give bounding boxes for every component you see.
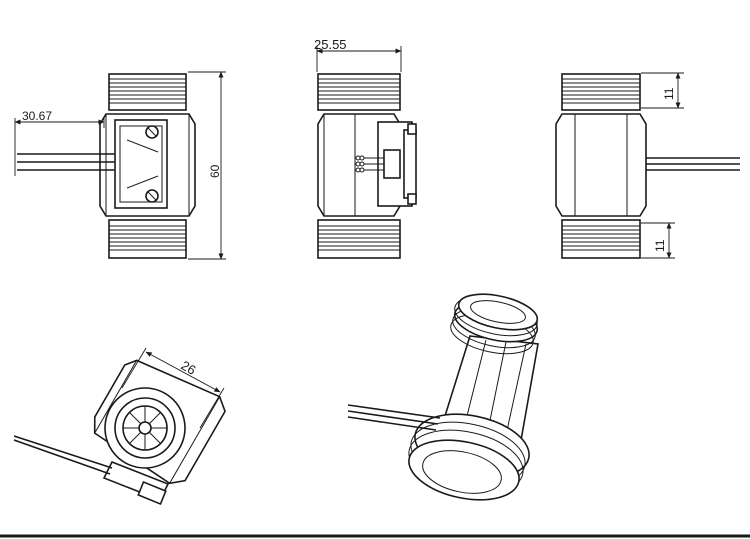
front-view: 30.67 60 (14, 71, 226, 260)
side-view: 25.55 (314, 37, 417, 259)
front-sensor-housing (114, 119, 168, 209)
iso-top-thread (450, 293, 539, 355)
back-hex-body (555, 113, 647, 217)
front-top-thread-lines (109, 78, 186, 104)
dim-thread-top: 11 (662, 87, 676, 100)
side-wire-ends (355, 155, 384, 173)
back-top-thread (561, 73, 641, 111)
iso-bottom-thread (408, 413, 530, 501)
iso-opening (408, 439, 520, 501)
back-view: 11 11 (555, 72, 740, 259)
dim-hex-width: 26 (179, 358, 199, 378)
end-view: 26 (13, 347, 226, 506)
isometric-view (347, 293, 539, 501)
dim-overall-length: 60 (208, 164, 222, 178)
dim-wire-offset: 30.67 (22, 109, 52, 123)
dim-thread-bottom: 11 (653, 239, 667, 252)
front-top-thread (108, 73, 187, 111)
dim-body-width: 25.55 (314, 37, 347, 52)
side-top-thread (317, 73, 401, 111)
